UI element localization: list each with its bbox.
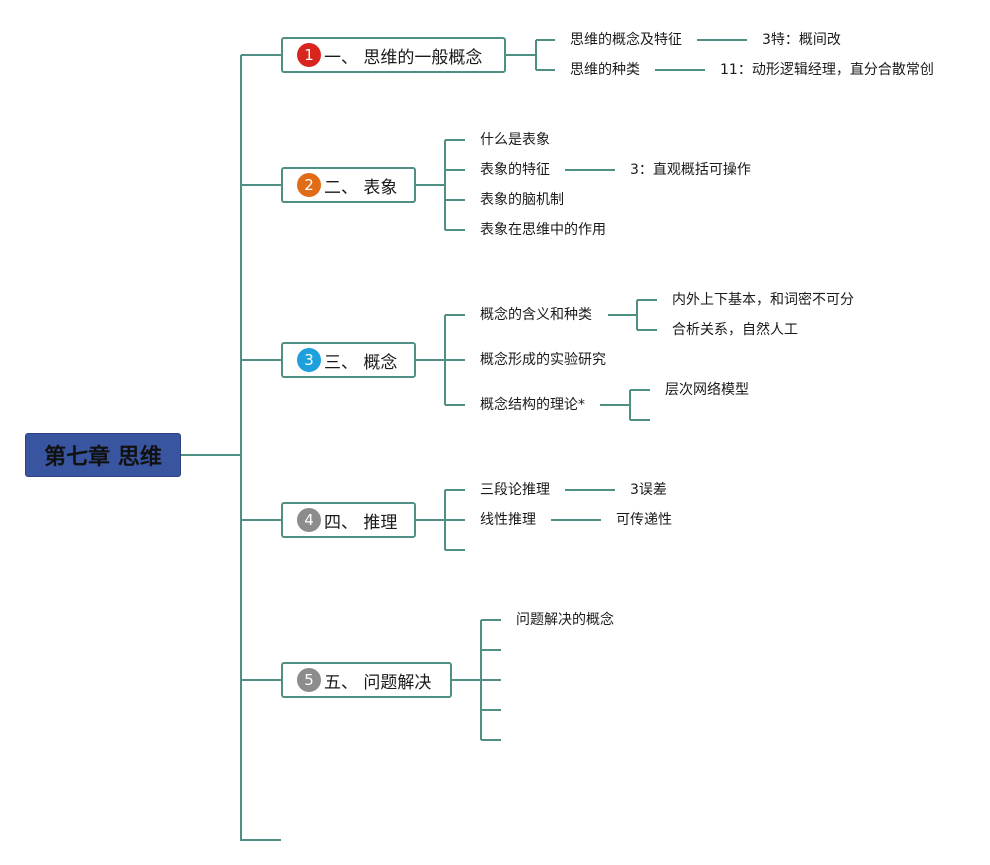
number-2-icon: 2 [297, 173, 321, 197]
subtopic-2-3[interactable]: 表象的脑机制 [480, 192, 564, 208]
topic-5-label: 五、 问题解决 [324, 672, 432, 693]
detail-3-1b[interactable]: 合析关系，自然人工 [672, 322, 798, 338]
topic-3[interactable]: 3 三、 概念 [281, 342, 416, 378]
subtopic-1-1[interactable]: 思维的概念及特征 [570, 32, 682, 48]
number-3-icon: 3 [297, 348, 321, 372]
topic-4-branch [416, 489, 465, 551]
main-spine [240, 55, 281, 841]
topic-1[interactable]: 1 一、 思维的一般概念 [281, 37, 506, 73]
topic-5[interactable]: 5 五、 问题解决 [281, 662, 452, 698]
detail-1-1[interactable]: 3特：概间改 [762, 32, 841, 48]
subtopic-3-3[interactable]: 概念结构的理论* [480, 397, 585, 413]
subtopic-2-4[interactable]: 表象在思维中的作用 [480, 222, 606, 238]
subtopic-3-2[interactable]: 概念形成的实验研究 [480, 352, 606, 368]
detail-4-1[interactable]: 3误差 [630, 482, 667, 498]
central-topic[interactable]: 第七章 思维 [25, 433, 181, 477]
topic-1-branch [506, 39, 555, 71]
subtopic-4-2[interactable]: 线性推理 [480, 512, 536, 528]
number-1-icon: 1 [297, 43, 321, 67]
detail-3-1a[interactable]: 内外上下基本，和词密不可分 [672, 292, 854, 308]
number-5-icon: 5 [297, 668, 321, 692]
topic-2-branch [416, 139, 465, 231]
subtopic-2-1[interactable]: 什么是表象 [480, 132, 550, 148]
subtopic-5-1[interactable]: 问题解决的概念 [516, 612, 614, 628]
topic-2-label: 二、 表象 [324, 177, 398, 198]
topic-4-label: 四、 推理 [324, 512, 398, 533]
subtopic-3-1[interactable]: 概念的含义和种类 [480, 307, 592, 323]
subtopic-2-2[interactable]: 表象的特征 [480, 162, 550, 178]
topic-3-label: 三、 概念 [324, 352, 398, 373]
number-4-icon: 4 [297, 508, 321, 532]
topic-1-label: 一、 思维的一般概念 [324, 47, 483, 68]
topic-3-detail-lines [600, 299, 657, 421]
topic-5-branch [452, 619, 501, 741]
topic-1-detail-lines [655, 39, 747, 71]
detail-4-2[interactable]: 可传递性 [616, 512, 672, 528]
topic-3-branch [416, 314, 465, 406]
topic-2[interactable]: 2 二、 表象 [281, 167, 416, 203]
detail-2-2[interactable]: 3：直观概括可操作 [630, 162, 751, 178]
subtopic-1-2[interactable]: 思维的种类 [570, 62, 640, 78]
topic-4[interactable]: 4 四、 推理 [281, 502, 416, 538]
central-topic-label: 第七章 思维 [44, 445, 162, 470]
subtopic-4-1[interactable]: 三段论推理 [480, 482, 550, 498]
detail-1-2[interactable]: 11：动形逻辑经理，直分合散常创 [720, 62, 934, 78]
detail-3-3a[interactable]: 层次网络模型 [665, 382, 749, 398]
topic-4-detail-lines [551, 489, 615, 521]
